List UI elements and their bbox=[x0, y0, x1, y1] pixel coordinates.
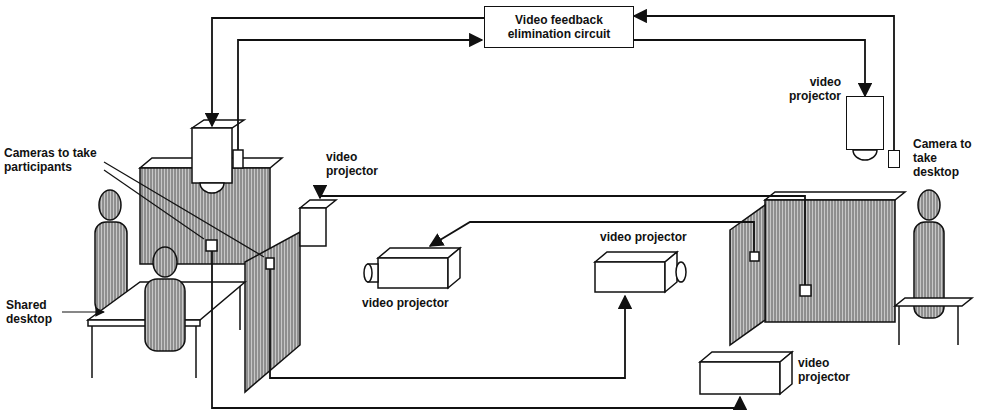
side-projector bbox=[300, 208, 326, 246]
right-desk bbox=[898, 306, 900, 345]
floor-projector bbox=[448, 248, 460, 288]
projector-box: video projector bbox=[846, 96, 884, 150]
seated-participant bbox=[145, 279, 185, 351]
callout-label: Shared desktop bbox=[6, 298, 62, 326]
leader-line bbox=[62, 311, 104, 312]
floor-projector bbox=[595, 252, 677, 262]
projector-lens bbox=[853, 150, 877, 160]
right-screen bbox=[800, 285, 811, 296]
top-left-projector bbox=[192, 128, 232, 183]
right-screen bbox=[730, 192, 905, 345]
shared-desk bbox=[239, 286, 241, 330]
standing-participant bbox=[99, 190, 121, 220]
video-cable bbox=[430, 222, 754, 252]
video-cable bbox=[212, 251, 740, 408]
top-left-projector bbox=[192, 120, 244, 128]
right-screen bbox=[750, 252, 759, 261]
video-cable bbox=[212, 18, 805, 408]
side-projector bbox=[300, 200, 336, 246]
floor-projector bbox=[378, 248, 460, 258]
right-desk bbox=[895, 298, 972, 345]
floor-projector bbox=[700, 362, 780, 394]
right-screen bbox=[765, 200, 895, 322]
floor-projector bbox=[364, 248, 460, 288]
shared-desk bbox=[91, 326, 93, 378]
video-cable bbox=[212, 18, 484, 126]
right-screen bbox=[730, 205, 765, 345]
circuit-box: Video feedback elimination circuit bbox=[484, 6, 634, 48]
box-label: Video feedback elimination circuit bbox=[491, 13, 627, 41]
left-side-screen bbox=[245, 232, 300, 392]
floor-projector bbox=[676, 262, 686, 282]
video-cable bbox=[270, 269, 625, 378]
floor-projector bbox=[780, 352, 792, 394]
leader-line bbox=[104, 170, 204, 239]
video-cable bbox=[238, 40, 482, 150]
floor-projector bbox=[700, 352, 792, 362]
seated-participant bbox=[145, 247, 185, 351]
leader-line bbox=[104, 162, 264, 257]
right-desk bbox=[957, 306, 959, 345]
left-side-screen bbox=[245, 232, 300, 392]
part-label: video projector bbox=[798, 356, 864, 384]
video-cable bbox=[634, 16, 894, 150]
floor-projector bbox=[595, 252, 686, 292]
shared-desk bbox=[195, 326, 197, 378]
floor-projector bbox=[364, 264, 372, 282]
top-left-projector bbox=[192, 120, 244, 193]
part-label: video projector bbox=[600, 230, 720, 244]
top-left-projector bbox=[200, 183, 224, 193]
projector-lens bbox=[853, 150, 877, 160]
leader-line bbox=[62, 162, 264, 312]
participant-camera bbox=[206, 240, 217, 251]
floor-projector bbox=[665, 252, 677, 292]
camera-box: Camera to take desktop bbox=[888, 150, 900, 168]
seated-participant bbox=[153, 247, 177, 277]
floor-projector bbox=[378, 258, 448, 288]
floor-projector bbox=[595, 262, 665, 292]
participant-camera bbox=[266, 258, 274, 269]
side-projector bbox=[300, 200, 336, 208]
participant-camera bbox=[206, 240, 274, 269]
part-label: video projector bbox=[777, 75, 841, 103]
part-label: video projector bbox=[326, 150, 392, 178]
top-left-projector bbox=[233, 150, 243, 168]
floor-projector bbox=[700, 352, 792, 394]
right-desk bbox=[895, 298, 972, 306]
part-label: Camera to take desktop bbox=[913, 137, 979, 179]
callout-label: Cameras to take participants bbox=[4, 146, 122, 174]
video-cable bbox=[320, 196, 805, 285]
right-participant bbox=[918, 190, 940, 220]
part-label: video projector bbox=[362, 296, 482, 310]
